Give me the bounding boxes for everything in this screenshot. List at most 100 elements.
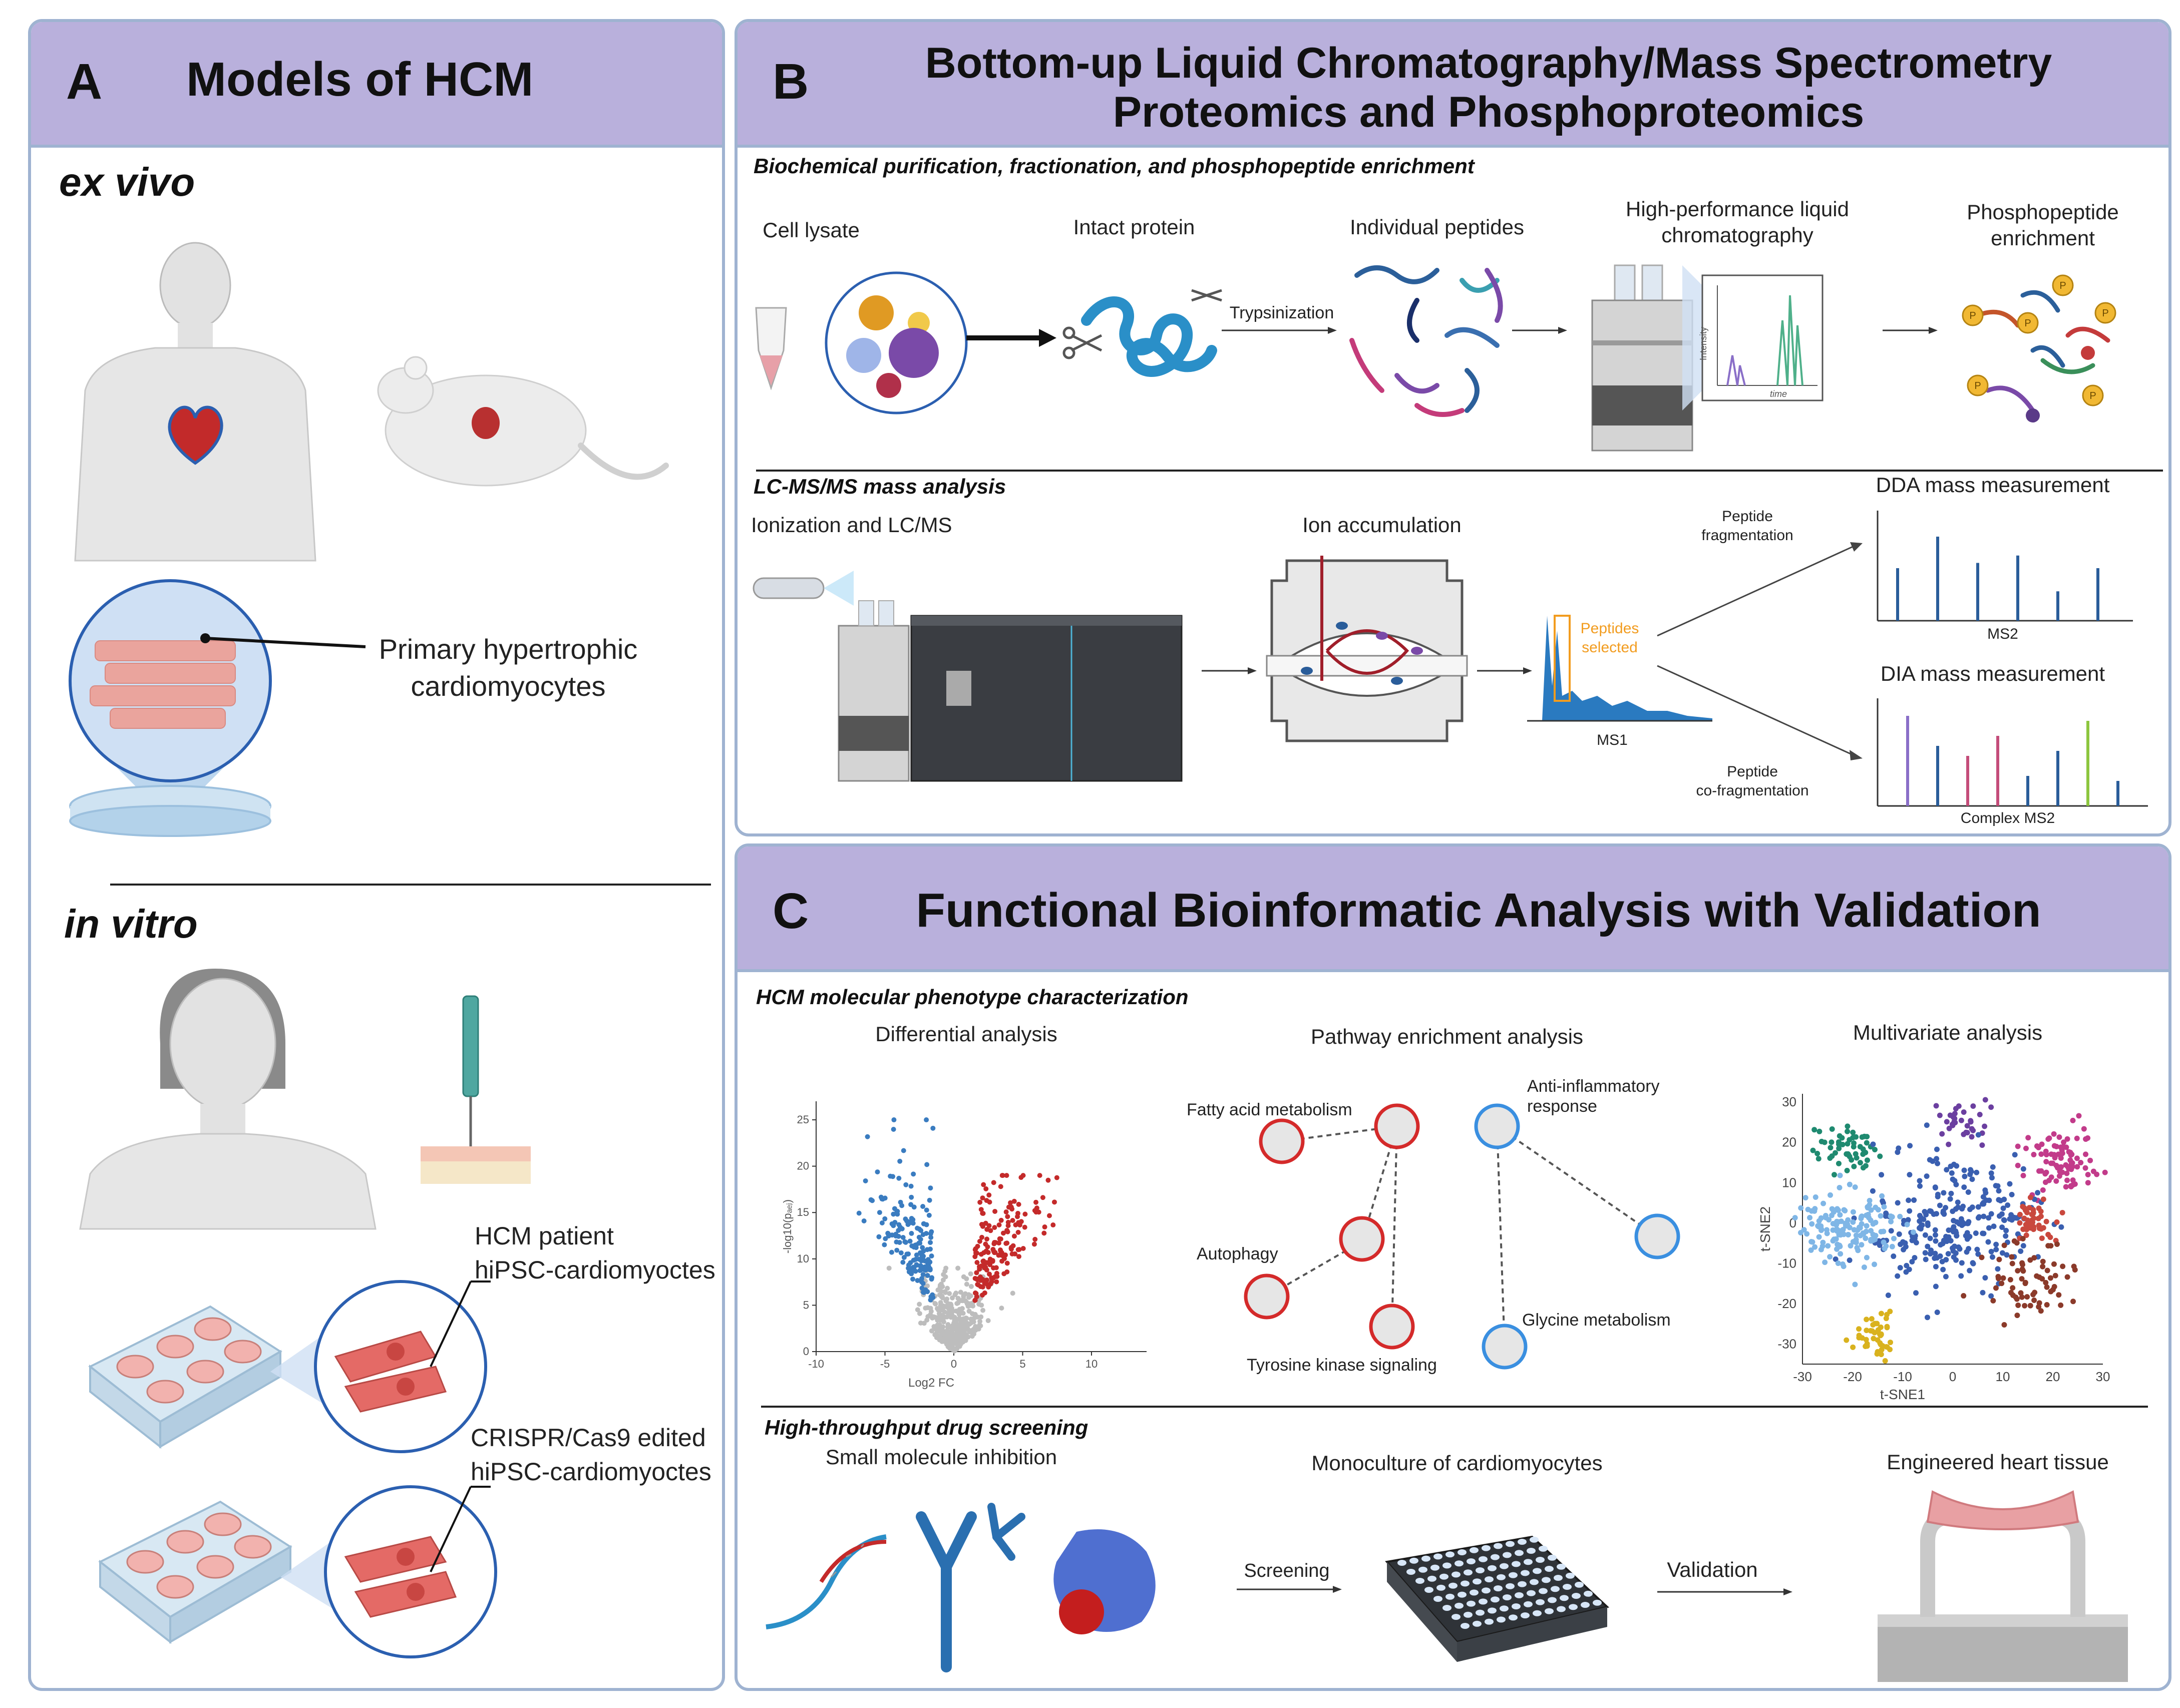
tsne-point: [2053, 1143, 2059, 1149]
tsne-point: [1901, 1246, 1907, 1252]
tsne-point: [1822, 1139, 1828, 1145]
tsne-point: [2070, 1299, 2076, 1305]
tsne-point: [1861, 1264, 1867, 1270]
volcano-point: [1022, 1211, 1028, 1217]
tsne-point: [2094, 1171, 2100, 1177]
tsne-point: [1993, 1246, 1999, 1252]
well: [1433, 1596, 1442, 1602]
tsne-point: [2039, 1235, 2045, 1241]
panel-c-letter: C: [773, 883, 809, 939]
well: [1455, 1602, 1464, 1609]
tsne-point: [2074, 1135, 2080, 1141]
tsne-point: [2004, 1252, 2010, 1258]
tsne-point: [1964, 1130, 1970, 1136]
tsne-point: [1867, 1197, 1873, 1203]
volcano-point: [856, 1210, 862, 1216]
tsne-point: [2043, 1218, 2049, 1224]
well: [1536, 1599, 1545, 1605]
tsne-point: [1974, 1169, 1980, 1175]
tsne-point: [1995, 1266, 2001, 1272]
tsne-point: [2014, 1240, 2020, 1246]
volcano-point: [985, 1244, 990, 1249]
volcano-point: [926, 1212, 932, 1218]
tsne-point: [1983, 1197, 1989, 1203]
volcano-point: [981, 1182, 986, 1187]
screening-label: Screening: [1244, 1560, 1330, 1581]
tsne-point: [2022, 1207, 2028, 1213]
tsne-point: [1988, 1293, 1994, 1299]
tsne-point: [2058, 1224, 2064, 1230]
hipsc-cardiomyocyte-magnifier-icon: [270, 1280, 487, 1453]
tsne-point: [1836, 1219, 1842, 1225]
volcano-point: [889, 1232, 895, 1238]
tsne-point: [2064, 1177, 2070, 1183]
tsne-point: [2025, 1135, 2031, 1141]
volcano-point: [934, 1331, 939, 1336]
tsne-point: [2102, 1169, 2108, 1175]
well: [1593, 1599, 1602, 1606]
tsne-point: [1975, 1132, 1981, 1138]
volcano-point: [983, 1186, 989, 1191]
tsne-point: [1840, 1261, 1846, 1267]
tsne-point: [1924, 1173, 1930, 1179]
volcano-point: [928, 1185, 933, 1191]
tsne-point: [1953, 1230, 1959, 1236]
x-tick-label: -10: [1893, 1369, 1912, 1384]
tsne-point: [2060, 1263, 2066, 1269]
tsne-point: [1864, 1328, 1870, 1334]
volcano-point: [999, 1252, 1005, 1258]
tsne-point: [2027, 1257, 2033, 1263]
well: [1479, 1556, 1488, 1562]
well: [1497, 1574, 1506, 1580]
tsne-point: [1864, 1134, 1870, 1140]
volcano-point: [984, 1236, 990, 1242]
tsne-point: [1911, 1229, 1917, 1235]
tsne-point: [1993, 1241, 1999, 1247]
volcano-point: [972, 1298, 978, 1303]
tsne-point: [1864, 1317, 1870, 1323]
well: [1467, 1558, 1476, 1564]
tsne-point: [1897, 1264, 1903, 1270]
volcano-point: [955, 1265, 961, 1271]
volcano-point: [947, 1331, 953, 1336]
tsne-point: [1833, 1256, 1839, 1262]
tsne-point: [1977, 1111, 1983, 1117]
tsne-point: [1857, 1144, 1863, 1150]
tsne-point: [2038, 1213, 2044, 1219]
tsne-point: [2056, 1292, 2062, 1298]
well: [1418, 1566, 1427, 1573]
volcano-point: [940, 1277, 946, 1283]
x-tick-label: -20: [1843, 1369, 1862, 1384]
tsne-point: [1934, 1255, 1940, 1261]
volcano-point: [982, 1280, 987, 1286]
volcano-point: [972, 1315, 977, 1321]
tsne-point: [1859, 1134, 1865, 1140]
volcano-point: [908, 1260, 913, 1265]
well: [1533, 1610, 1542, 1616]
tsne-point: [2001, 1217, 2007, 1223]
arrow-icon: [1657, 665, 1863, 760]
tsne-point: [2027, 1194, 2033, 1200]
tsne-point: [1933, 1103, 1939, 1109]
volcano-point: [989, 1279, 994, 1285]
volcano-point: [929, 1276, 934, 1282]
well: [1584, 1590, 1593, 1597]
well: [1539, 1588, 1548, 1594]
tsne-point: [1990, 1298, 1996, 1304]
tsne-point: [1904, 1262, 1910, 1268]
arrow-icon: [1883, 327, 1938, 334]
volcano-point: [886, 1265, 892, 1271]
tsne-point: [1953, 1257, 1959, 1263]
volcano-point: [861, 1218, 867, 1223]
well: [1464, 1611, 1473, 1618]
tsne-point: [1827, 1155, 1833, 1161]
well: [1512, 1561, 1521, 1567]
tsne-point: [2063, 1184, 2069, 1190]
tsne-point: [1859, 1214, 1865, 1220]
volcano-point: [943, 1298, 949, 1304]
panel-a-title: Models of HCM: [186, 53, 534, 106]
volcano-point: [928, 1297, 933, 1303]
well: [1479, 1598, 1488, 1605]
x-tick-label: -30: [1793, 1369, 1812, 1384]
